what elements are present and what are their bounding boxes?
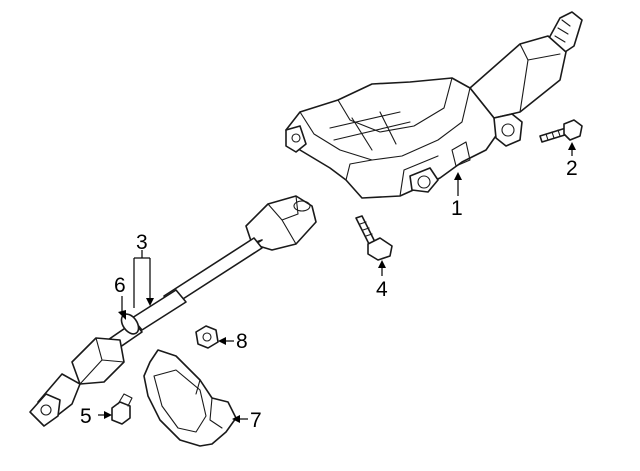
callout-7: 7 [250, 409, 262, 432]
column-boot[interactable] [143, 349, 237, 447]
callout-4: 4 [376, 278, 388, 301]
joint-bolt[interactable] [111, 393, 133, 425]
callout-2: 2 [566, 157, 578, 180]
steering-column-assembly[interactable] [285, 11, 583, 199]
mount-bolt[interactable] [355, 215, 393, 261]
callout-3: 3 [136, 231, 148, 254]
column-bolt[interactable] [539, 119, 583, 143]
leader-lines [98, 142, 576, 423]
intermediate-shaft[interactable] [29, 195, 317, 427]
nut[interactable] [195, 325, 219, 349]
callout-1: 1 [451, 197, 463, 220]
callout-8: 8 [236, 330, 248, 353]
callout-5: 5 [80, 405, 92, 428]
callout-6: 6 [114, 274, 126, 297]
